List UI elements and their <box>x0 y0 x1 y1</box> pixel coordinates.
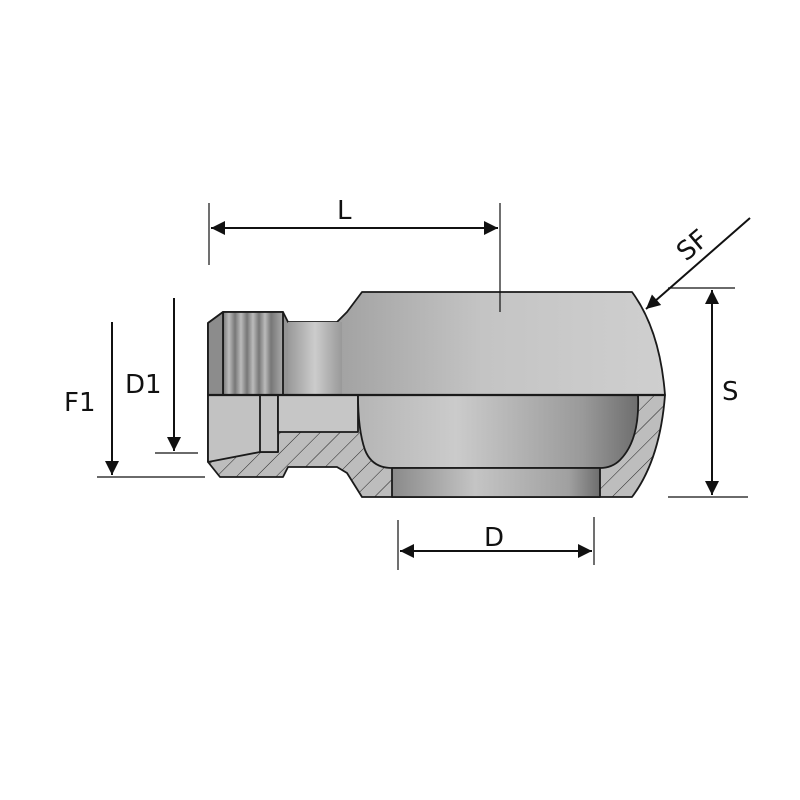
passage <box>277 394 359 433</box>
dimension-SF-leader <box>645 217 751 310</box>
bore-opening <box>391 467 601 498</box>
cavity <box>357 394 640 469</box>
label-SF: SF <box>671 224 714 267</box>
label-S: S <box>722 377 739 407</box>
dimensions <box>97 203 751 570</box>
label-F1: F1 <box>64 388 96 418</box>
fitting-body <box>207 291 666 498</box>
chamfer-face <box>207 311 224 395</box>
label-D: D <box>484 523 504 553</box>
label-D1: D1 <box>125 370 162 400</box>
label-L: L <box>337 196 352 226</box>
thread-section <box>222 311 284 396</box>
groove <box>259 394 279 453</box>
neck <box>288 322 342 395</box>
